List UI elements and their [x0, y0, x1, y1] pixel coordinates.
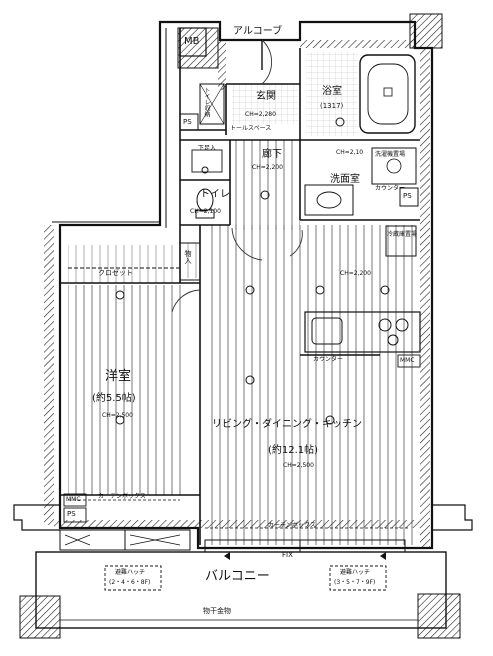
washer-space	[371, 147, 417, 185]
washer-label: 洗濯機置場	[375, 151, 406, 158]
ldk-door-swing	[231, 227, 263, 261]
fix-marker-2	[380, 552, 386, 560]
hatch-right-label: 避難ハッチ	[340, 569, 371, 576]
outer-wall-inner	[52, 28, 167, 228]
bath-floor	[306, 52, 358, 136]
washroom-label: 洗面室	[330, 174, 360, 185]
wall-step-left	[13, 504, 60, 531]
wall-alcove	[218, 40, 226, 90]
hatch-right-box	[329, 565, 387, 591]
mmc-bottom-label: MMC	[66, 496, 81, 503]
shoe-box	[199, 83, 225, 125]
fix-marker-1	[224, 552, 230, 560]
toilet-bowl	[196, 188, 214, 212]
ceiling-lights	[115, 117, 390, 425]
toilet-tank	[195, 209, 215, 219]
stove-1	[378, 318, 392, 332]
bathtub-inner	[367, 63, 409, 125]
sink	[311, 317, 343, 345]
storage-label: 物入	[184, 250, 192, 264]
bath-size-label: (1317)	[320, 102, 344, 110]
bedroom-floor	[68, 285, 186, 495]
column-bottom-right	[417, 593, 461, 639]
ps-box-top	[179, 113, 199, 131]
counter-label: カウンター	[313, 356, 344, 363]
wall-right-outer	[420, 48, 430, 548]
mb-label: MB	[184, 36, 200, 47]
stove-2	[395, 318, 409, 332]
bedroom-size-label: (約5.5帖)	[92, 393, 136, 404]
laundry-pan-label: カウンター	[375, 185, 406, 192]
column-top-left	[177, 27, 219, 69]
mmc-right-label: MMC	[400, 357, 415, 364]
ps-box-right	[399, 187, 419, 207]
balcony-outline	[35, 551, 447, 629]
fridge-label: 冷蔵庫置場	[387, 231, 418, 238]
outer-wall	[58, 20, 434, 550]
balcony-label: バルコニー	[205, 569, 270, 584]
fridge-space	[385, 225, 417, 257]
wall-left-outer	[44, 225, 54, 525]
hall-label: 廊下	[262, 149, 282, 160]
hall-floor	[230, 140, 300, 230]
entrance-floor	[232, 84, 298, 124]
bathtub	[359, 54, 416, 134]
wall-step-right	[432, 504, 473, 531]
curtain-ldk-label: カーテンボックス	[268, 522, 316, 529]
bath-label: 浴室	[322, 86, 342, 97]
hatch-right-floors-label: (3・5・7・9F)	[334, 579, 376, 586]
hall-door-swing	[289, 229, 303, 257]
toilet-ch-label: CH=2,100	[190, 208, 221, 215]
hall-ch-label: CH=2,200	[252, 164, 283, 171]
wall-bottom	[54, 520, 420, 528]
bedroom-ch-label: CH=2,500	[102, 412, 133, 419]
alcove-label: アルコーブ	[233, 26, 283, 37]
entrance-ch-label: CH=2,280	[245, 111, 276, 118]
toilet-storage	[191, 149, 223, 173]
mb-box	[179, 27, 207, 57]
mmc-box-bottom	[63, 493, 87, 507]
ps-box-bottom	[63, 507, 87, 523]
ldk-ch-label: CH=2,500	[283, 462, 314, 469]
stove-3	[387, 334, 399, 346]
entrance-door-swing	[261, 39, 272, 85]
column-bottom-left	[19, 595, 61, 639]
fix-label: FIX	[282, 551, 293, 559]
bedroom-label: 洋室	[105, 369, 132, 384]
shoe-box-label: 下足入	[198, 145, 217, 152]
hatch-left-label: 避難ハッチ	[115, 569, 146, 576]
toilet-label: トイレ	[200, 189, 230, 200]
ps-bottom-label: PS	[67, 510, 76, 518]
window-cross-left	[64, 534, 91, 546]
window-cross-mid	[129, 534, 181, 546]
ldk-label: リビング・ダイニング・キッチン	[212, 419, 362, 430]
clothes-rod-label: 物干金物	[203, 607, 231, 615]
ps-top-label: PS	[183, 118, 192, 126]
entrance-label: 玄関	[256, 91, 276, 102]
bath-drain	[383, 87, 393, 97]
washer-drain	[386, 158, 402, 174]
tall-shoe-label: トールスペース	[230, 125, 272, 132]
toilet-storage-label: トイレ収納	[203, 87, 210, 117]
washbasin	[304, 184, 354, 216]
hatch-left-floors-label: (2・4・6・8F)	[109, 579, 151, 586]
ps-right-label: PS	[403, 192, 412, 200]
basin-bowl	[316, 191, 342, 209]
ldk-size-label: (約12.1帖)	[268, 445, 319, 456]
ldk-floor	[205, 225, 415, 545]
bedroom-door-swing	[171, 289, 201, 313]
wall-top-bath	[300, 40, 420, 48]
storage-box	[179, 242, 201, 281]
kitchen-counter	[304, 311, 421, 353]
mmc-box-right	[397, 354, 421, 368]
washroom-ch-label: CH=2,10	[336, 149, 364, 156]
storage-floor	[180, 243, 200, 278]
closet-floor	[68, 245, 180, 283]
kitchen-ch-label: CH=2,200	[340, 270, 371, 277]
curtain-bed-label: カーテンボックス	[98, 493, 146, 500]
closet-label: クロゼット	[98, 269, 133, 277]
hatch-left-box	[104, 565, 162, 591]
